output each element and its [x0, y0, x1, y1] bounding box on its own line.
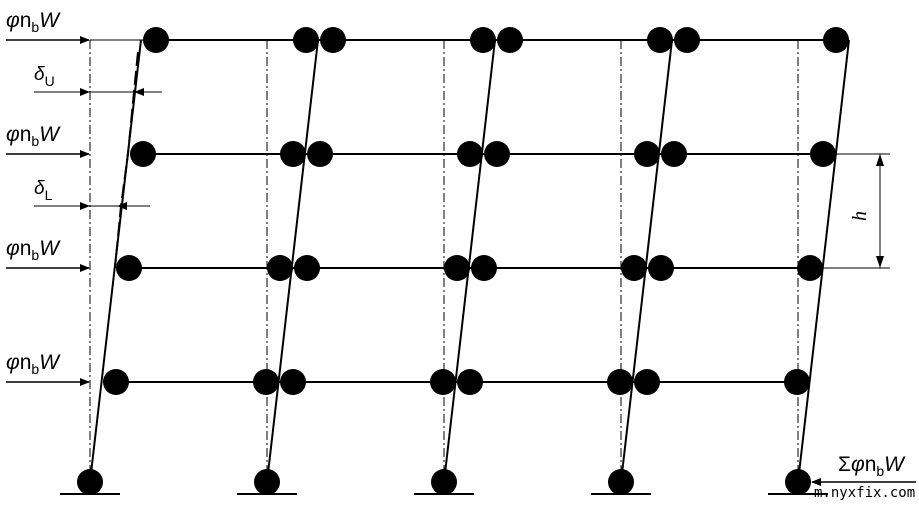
hinge: [674, 27, 700, 53]
column-4: [620, 39, 673, 483]
hinge: [648, 255, 674, 281]
hinge: [280, 369, 306, 395]
hinge: [444, 255, 470, 281]
hinge: [497, 27, 523, 53]
hinge: [431, 469, 457, 495]
hinge: [471, 255, 497, 281]
hinge: [621, 255, 647, 281]
columns: [89, 39, 850, 483]
hinge: [103, 369, 129, 395]
story-height-arrow-top: [876, 154, 884, 166]
hinge: [307, 141, 333, 167]
deflected-shape-curve: [114, 51, 139, 269]
hinge: [280, 141, 306, 167]
hinge: [320, 27, 346, 53]
load-label-level-3: φnbW: [6, 123, 61, 149]
hinge: [77, 469, 103, 495]
hinge: [430, 369, 456, 395]
hinge: [254, 469, 280, 495]
delta-upper-arrow-right: [134, 88, 144, 96]
hinge: [294, 255, 320, 281]
delta-lower-dimension: [34, 202, 150, 210]
hinge: [484, 141, 510, 167]
hinge: [608, 469, 634, 495]
column-2: [266, 39, 319, 483]
delta-lower-label: δL: [34, 178, 53, 203]
load-label-level-1: φnbW: [6, 351, 61, 377]
hinge: [823, 27, 849, 53]
reference-lines: [89, 40, 799, 482]
base-reaction-label: ΣφnbW: [838, 453, 906, 479]
delta-upper-label: δU: [34, 64, 55, 89]
hinge: [293, 27, 319, 53]
hinge: [457, 369, 483, 395]
hinge: [634, 369, 660, 395]
story-height-arrow-bottom: [876, 256, 884, 268]
hinges: [77, 27, 849, 495]
hinge: [470, 27, 496, 53]
watermark-text: m.nyxfix.com: [814, 485, 915, 501]
delta-upper-dimension: [34, 88, 162, 96]
hinge: [253, 369, 279, 395]
lateral-load-arrows: [6, 36, 90, 386]
hinge: [143, 27, 169, 53]
hinge: [797, 255, 823, 281]
hinge: [457, 141, 483, 167]
hinge: [661, 141, 687, 167]
hinge: [267, 255, 293, 281]
hinge: [784, 369, 810, 395]
delta-lower-arrow-left: [80, 202, 90, 210]
hinge: [810, 141, 836, 167]
column-5: [797, 39, 850, 483]
deflected-shape: [114, 51, 139, 269]
column-3: [443, 39, 496, 483]
hinge: [785, 469, 811, 495]
delta-upper-arrow-left: [80, 88, 90, 96]
load-label-roof: φnbW: [6, 9, 61, 35]
hinge: [130, 141, 156, 167]
hinge: [647, 27, 673, 53]
story-height-dimension: [822, 153, 890, 269]
hinge: [634, 141, 660, 167]
story-height-label: h: [849, 211, 871, 221]
load-label-level-2: φnbW: [6, 237, 61, 263]
hinge: [116, 255, 142, 281]
hinge: [607, 369, 633, 395]
